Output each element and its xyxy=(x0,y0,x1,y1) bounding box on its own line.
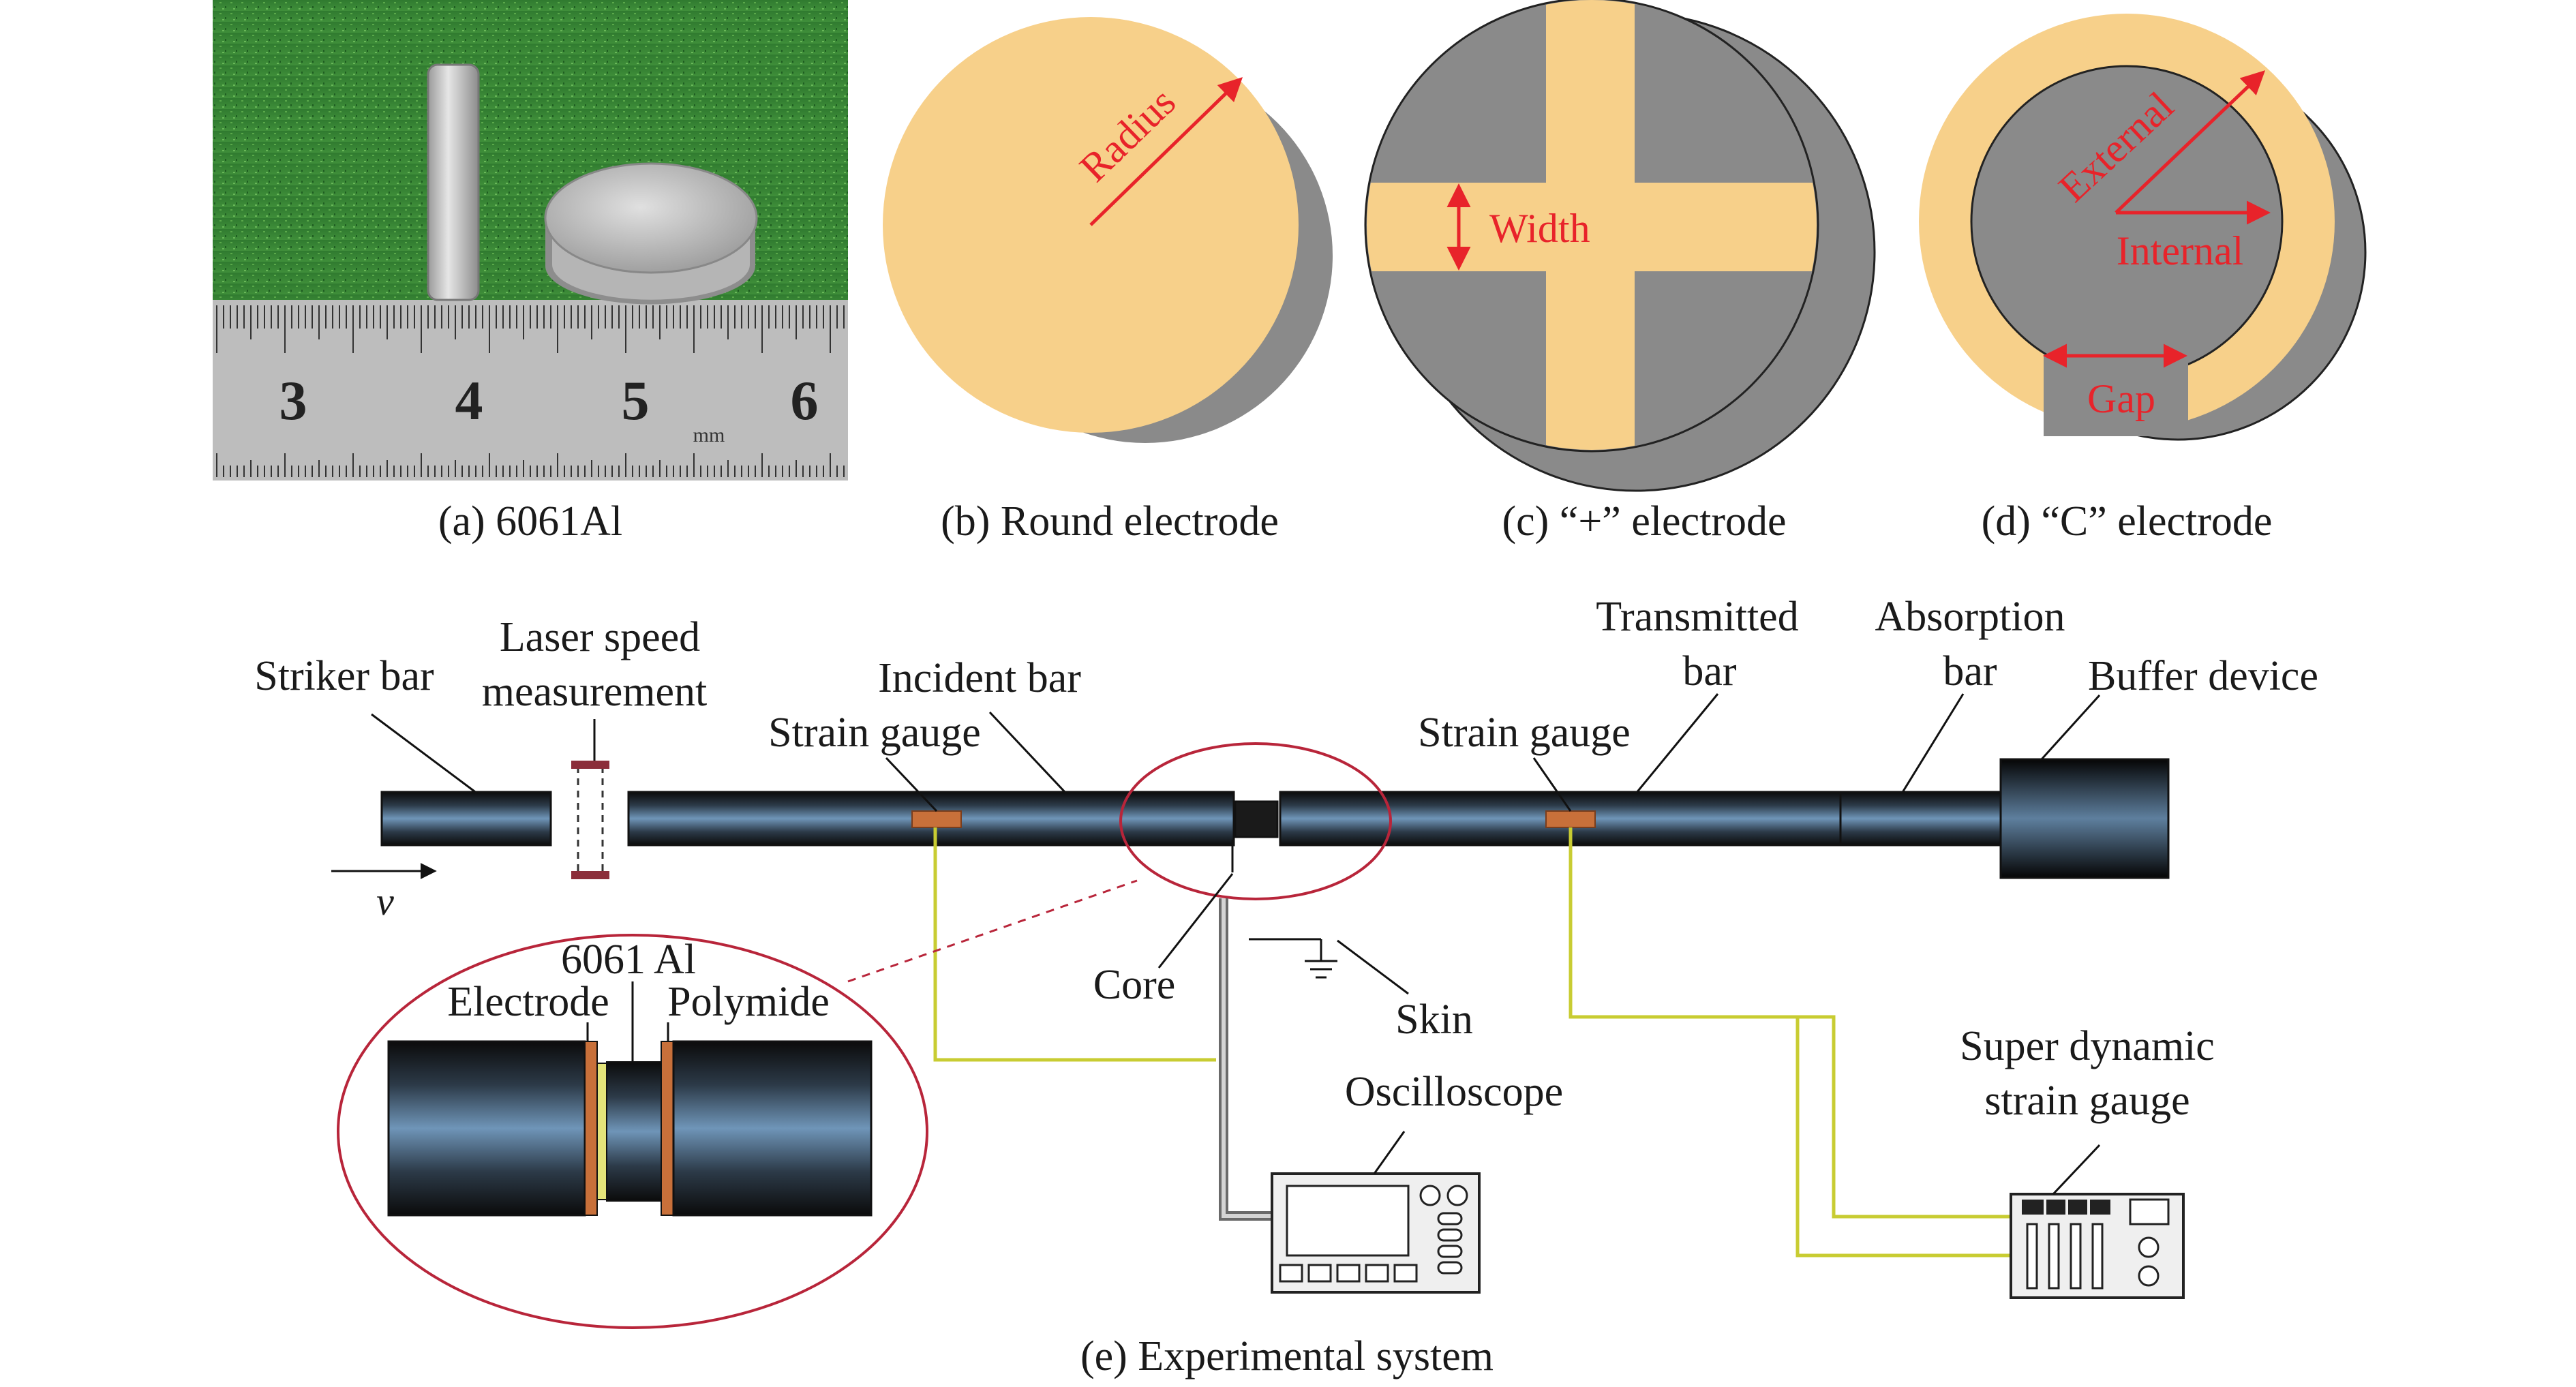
label-super-line1: Super dynamic xyxy=(1960,1023,2215,1069)
transmitted-bar xyxy=(1279,791,1842,847)
lying-disc xyxy=(544,162,758,305)
experimental-system: v xyxy=(331,693,2185,1329)
label-absorption-line1: Absorption xyxy=(1875,594,2065,640)
label-transmitted-line2: bar xyxy=(1682,648,1737,695)
internal-label: Internal xyxy=(2117,228,2244,273)
ruler-number-4: 4 xyxy=(455,369,483,431)
round-electrode: Radius xyxy=(883,17,1333,443)
oscilloscope xyxy=(1271,1172,1481,1294)
caption-a: (a) 6061Al xyxy=(438,498,622,545)
standing-disc xyxy=(427,63,480,301)
label-laser-line1: Laser speed xyxy=(500,614,700,660)
label-inset-electrode: Electrode xyxy=(447,979,609,1025)
label-inset-polymide: Polymide xyxy=(667,979,830,1025)
label-strain-gauge-right: Strain gauge xyxy=(1418,710,1631,756)
absorption-bar xyxy=(1839,791,2004,847)
label-incident-bar: Incident bar xyxy=(878,655,1081,701)
label-absorption-line2: bar xyxy=(1943,648,1997,695)
striker-bar xyxy=(380,791,552,847)
velocity-label: v xyxy=(376,879,394,924)
label-laser-line2: measurement xyxy=(482,669,708,715)
label-striker-bar: Striker bar xyxy=(254,653,434,699)
external-arrow xyxy=(2115,70,2266,214)
inset-connector xyxy=(847,879,1138,983)
label-inset-material: 6061 Al xyxy=(561,936,696,983)
inset-incident-bar xyxy=(387,1040,586,1217)
caption-c: (c) “+” electrode xyxy=(1502,498,1787,545)
super-dynamic-strain-gauge xyxy=(2010,1193,2185,1299)
inset-ellipse xyxy=(337,934,928,1329)
inset-polymide xyxy=(596,1063,607,1200)
label-buffer-device: Buffer device xyxy=(2088,653,2318,699)
label-super-line2: strain gauge xyxy=(1984,1078,2189,1124)
inset-transmitted-bar xyxy=(672,1040,873,1217)
caption-b: (b) Round electrode xyxy=(941,498,1279,545)
width-label: Width xyxy=(1489,206,1590,251)
label-strain-gauge-left: Strain gauge xyxy=(768,710,981,756)
plus-electrode: Width xyxy=(1364,0,1876,492)
label-transmitted-line1: Transmitted xyxy=(1596,594,1798,640)
label-oscilloscope: Oscilloscope xyxy=(1345,1069,1563,1115)
c-gap xyxy=(2044,354,2188,436)
plus-horizontal-strip xyxy=(1367,183,1817,271)
ruler-number-5: 5 xyxy=(622,369,650,431)
inset-electrode-right xyxy=(661,1041,674,1216)
caption-e: (e) Experimental system xyxy=(1080,1333,1494,1380)
right-signal-wire xyxy=(1569,827,2016,1219)
laser-gate xyxy=(571,761,609,879)
ruler-unit: mm xyxy=(693,424,725,446)
ruler-number-6: 6 xyxy=(791,369,819,431)
inset-specimen xyxy=(606,1061,662,1202)
strain-gauge-left xyxy=(911,810,962,828)
strain-gauge-right xyxy=(1545,810,1596,828)
left-signal-wire xyxy=(933,827,1216,1062)
label-skin: Skin xyxy=(1395,996,1473,1043)
label-core: Core xyxy=(1093,962,1176,1008)
gap-label: Gap xyxy=(2087,376,2155,421)
inset-electrode-left xyxy=(584,1041,598,1216)
core-skin-wire xyxy=(1219,898,1273,1221)
photo-6061al: 3 4 5 6 mm xyxy=(213,0,848,481)
c-electrode: External Internal Gap xyxy=(1919,14,2367,441)
specimen xyxy=(1234,800,1279,838)
buffer-device xyxy=(1999,758,2170,879)
ruler-ticks xyxy=(216,305,845,477)
zoom-ellipse xyxy=(1119,742,1392,900)
ruler-number-3: 3 xyxy=(279,369,307,431)
caption-d: (d) “C” electrode xyxy=(1982,498,2273,545)
radius-arrow xyxy=(1089,77,1243,226)
